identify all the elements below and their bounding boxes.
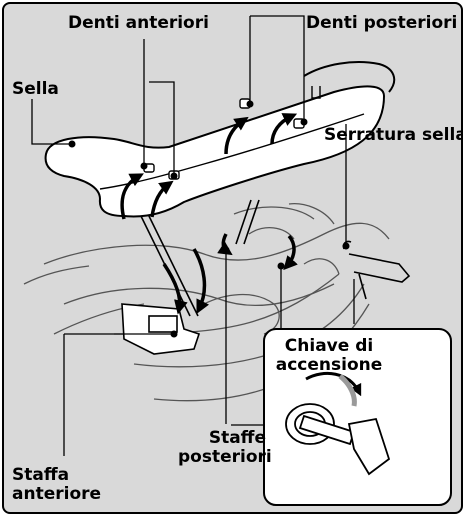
ignition-key-label-line2: accensione [274, 356, 384, 375]
rear-teeth-label: Denti posteriori [306, 14, 457, 33]
rear-brackets-label-line2: posteriori [178, 448, 266, 467]
handlebar-lever [343, 241, 409, 299]
rear-brackets-label: Staffe posteriori [178, 429, 266, 467]
rear-brackets-label-line1: Staffe [178, 429, 266, 448]
seat-lock-label: Serratura sella [324, 126, 463, 145]
front-bracket-label: Staffa anteriore [12, 466, 101, 504]
ignition-key-label: Chiave di accensione [274, 337, 384, 375]
seat-label: Sella [12, 80, 59, 99]
front-teeth-label: Denti anteriori [68, 14, 209, 33]
front-bracket-label-line2: anteriore [12, 485, 101, 504]
front-bracket-label-line1: Staffa [12, 466, 101, 485]
ignition-key-label-line1: Chiave di [274, 337, 384, 356]
